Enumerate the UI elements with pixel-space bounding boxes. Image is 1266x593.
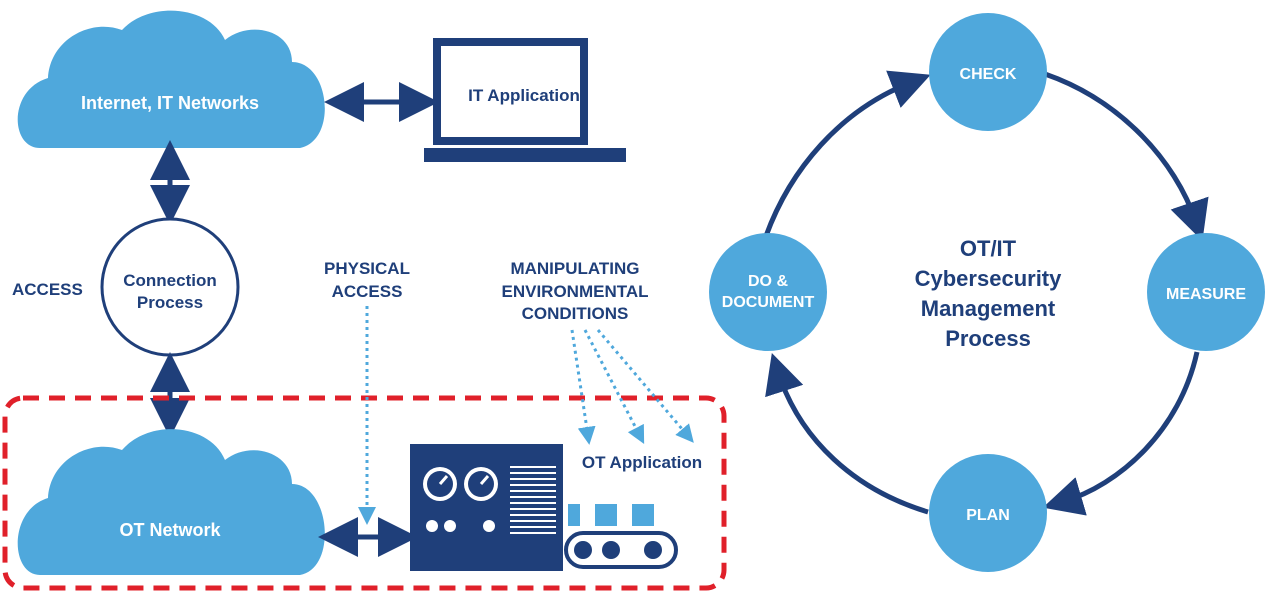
cycle-node-do-document: DO & DOCUMENT [709,233,827,351]
do-line1: DO & [748,273,788,290]
it-application-label: IT Application [468,86,580,105]
plan-label: PLAN [966,507,1010,524]
manipulating-line3: CONDITIONS [522,304,629,323]
do-line2: DOCUMENT [722,294,815,311]
ot-network-label: OT Network [119,520,221,540]
access-label: ACCESS [12,280,83,299]
laptop-icon: IT Application [424,38,626,162]
ot-network-cloud: OT Network [17,429,325,575]
environment-dotted-arrow-1 [570,329,596,445]
center-line3: Management [921,296,1056,321]
ot-application-label: OT Application [582,453,702,472]
ot-boundary [2,395,727,591]
environment-dotted-arrow-2 [583,329,645,444]
manipulating-line1: MANIPULATING [510,259,639,278]
cycle-node-plan: PLAN [929,454,1047,572]
center-line4: Process [945,326,1031,351]
cycle-arc-check-to-measure [1044,71,1209,241]
cycle-center-title: OT/IT Cybersecurity Management Process [915,236,1063,351]
cycle-arc-do-to-check [763,70,931,237]
measure-label: MEASURE [1166,286,1246,303]
connection-process-line1: Connection [123,271,217,290]
internet-cloud-label: Internet, IT Networks [81,93,259,113]
connection-process-line2: Process [137,293,203,312]
check-label: CHECK [960,66,1017,83]
cycle-node-measure: MEASURE [1147,233,1265,351]
cycle-arc-measure-to-plan [1042,351,1200,516]
physical-access-line2: ACCESS [332,282,403,301]
physical-access-line1: PHYSICAL [324,259,410,278]
control-panel-icon [410,444,563,571]
manipulating-line2: ENVIRONMENTAL [501,282,648,301]
conveyor-icon [564,504,678,569]
cycle-arc-plan-to-do [765,352,929,515]
center-line2: Cybersecurity [915,266,1063,291]
connection-process-circle: Connection Process [100,217,240,357]
environment-dotted-arrow-3 [596,329,694,443]
cycle-node-check: CHECK [929,13,1047,131]
center-line1: OT/IT [960,236,1017,261]
internet-cloud: Internet, IT Networks [17,10,325,148]
